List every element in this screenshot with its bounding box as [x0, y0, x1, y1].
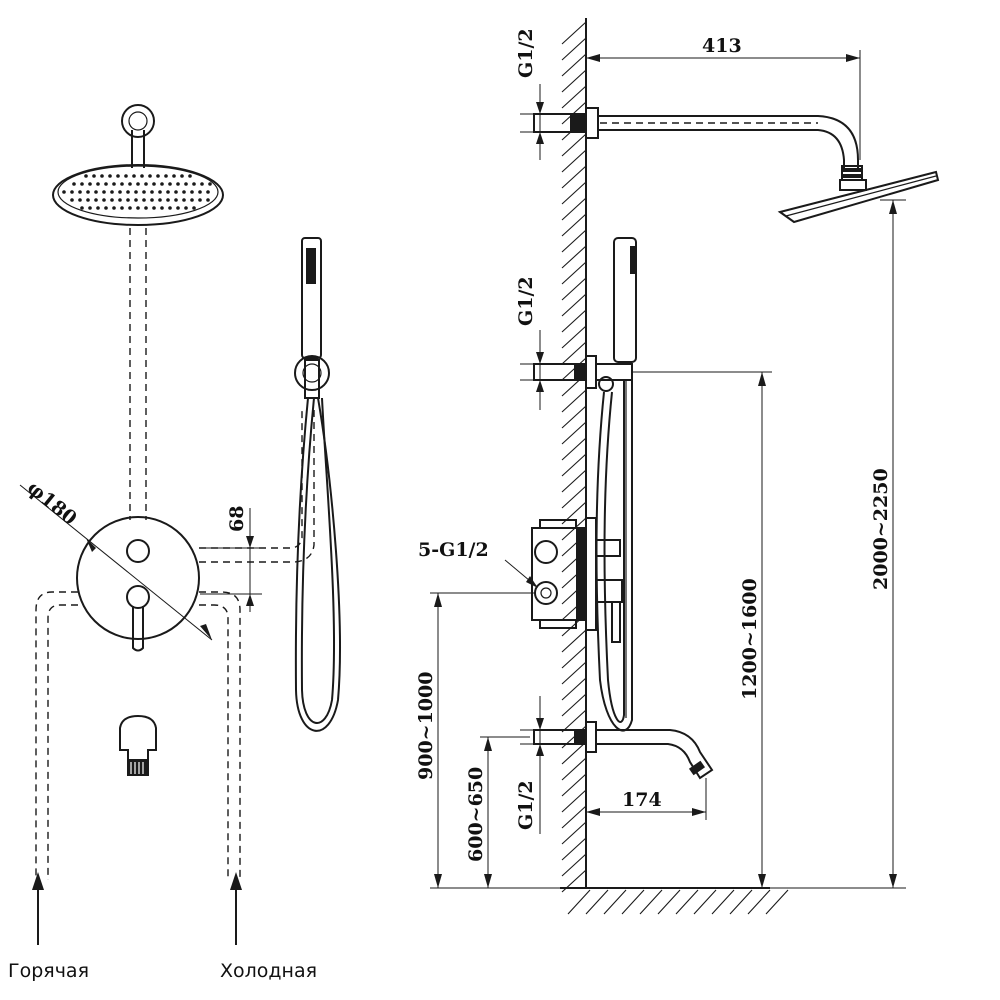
arm-flange	[121, 104, 155, 138]
hand-shower-front	[294, 237, 341, 732]
mixer-lever-base	[126, 585, 150, 609]
dim-arm-length: 413	[702, 35, 742, 57]
side-view: G1/2 413 2000~2250 G1/2	[415, 18, 940, 915]
diverter-knob	[126, 539, 150, 563]
label-hot-supply: Горячая	[8, 960, 89, 982]
dim-plate-diameter: φ180	[23, 477, 81, 530]
tub-spout-side	[595, 729, 714, 780]
dim-connection-offset: 68	[226, 506, 248, 532]
front-view: φ180 68 Горячая	[8, 104, 341, 982]
mixer-lever	[132, 606, 144, 652]
thread-label-middle: G1/2	[515, 276, 537, 326]
dim-spout-height: 600~650	[465, 767, 487, 862]
overhead-shower-head	[52, 164, 224, 226]
shower-arm-side	[598, 115, 859, 168]
wall-hatching	[561, 21, 587, 893]
dim-mixer-height: 900~1000	[415, 672, 437, 780]
overhead-shower-head-side	[777, 170, 940, 224]
mixer-cover-plate	[76, 516, 200, 640]
dim-spout-length: 174	[622, 789, 662, 811]
thread-label-valve-ports: 5-G1/2	[418, 539, 489, 561]
thread-label-top: G1/2	[515, 28, 537, 78]
nozzle-dots	[62, 174, 212, 210]
dim-handshower-height: 1200~1600	[739, 578, 761, 700]
concealed-valve-body	[531, 517, 623, 643]
tub-spout-front	[119, 714, 157, 761]
hand-shower-side	[613, 237, 637, 363]
floor-hatching	[567, 889, 789, 915]
label-cold-supply: Холодная	[220, 960, 317, 982]
thread-label-bottom: G1/2	[515, 780, 537, 830]
dim-overhead-height: 2000~2250	[870, 468, 892, 590]
